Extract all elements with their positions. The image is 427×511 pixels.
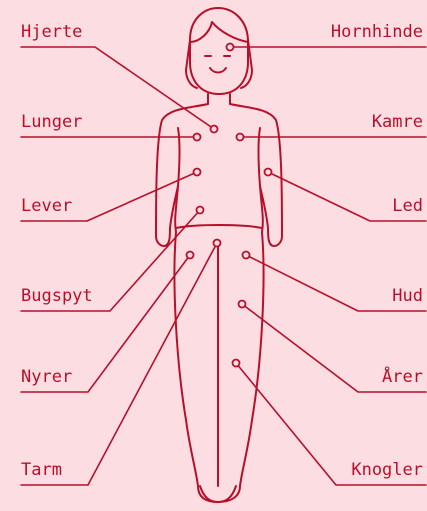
point-tarm (214, 240, 221, 247)
label-tarm: Tarm (21, 460, 62, 480)
point-arer (239, 301, 246, 308)
label-hornhinde: Hornhinde (331, 22, 423, 42)
label-lunger: Lunger (21, 112, 82, 132)
waist-line (176, 225, 262, 228)
label-knogler: Knogler (351, 460, 423, 480)
point-led (265, 169, 272, 176)
leader-tarm (21, 243, 217, 485)
point-bugspyt (197, 207, 204, 214)
label-hjerte: Hjerte (21, 22, 82, 42)
point-hud (243, 252, 250, 259)
label-hud: Hud (392, 286, 423, 306)
point-lever (194, 169, 201, 176)
label-nyrer: Nyrer (21, 367, 72, 387)
point-hornhinde (227, 44, 234, 51)
hair-outline (190, 22, 248, 42)
label-lever: Lever (21, 196, 72, 216)
label-kamre: Kamre (372, 112, 423, 132)
mouth (210, 68, 226, 73)
label-bugspyt: Bugspyt (21, 286, 93, 306)
head-outline (190, 8, 248, 94)
label-arer: Årer (382, 367, 423, 387)
point-lunger (194, 134, 201, 141)
point-hjerte (211, 126, 218, 133)
foot-right (218, 486, 236, 502)
point-kamre (237, 134, 244, 141)
point-knogler (233, 360, 240, 367)
point-nyrer (187, 252, 194, 259)
label-led: Led (392, 196, 423, 216)
foot-left (200, 486, 218, 502)
